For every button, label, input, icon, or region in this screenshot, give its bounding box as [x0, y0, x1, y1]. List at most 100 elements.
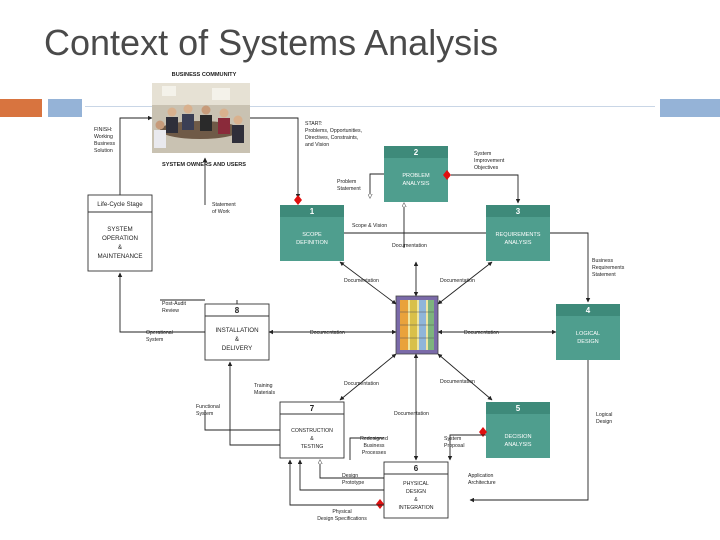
svg-text:of Work: of Work	[212, 209, 230, 215]
svg-text:3: 3	[516, 207, 521, 216]
svg-text:8: 8	[235, 306, 240, 315]
svg-text:Objectives: Objectives	[474, 165, 499, 171]
svg-text:Business: Business	[363, 443, 384, 449]
svg-text:Business: Business	[94, 141, 115, 147]
svg-text:Application: Application	[468, 473, 493, 479]
svg-text:and Vision: and Vision	[305, 142, 329, 148]
svg-text:INSTALLATION: INSTALLATION	[215, 327, 258, 334]
svg-text:MAINTENANCE: MAINTENANCE	[97, 253, 142, 260]
svg-text:7: 7	[310, 404, 315, 413]
svg-text:PHYSICAL: PHYSICAL	[403, 481, 429, 487]
documentation-label-right: Documentation	[464, 330, 499, 336]
red-diamond-markers	[294, 170, 487, 509]
physical-design-specifications-label: Physical Design Specifications	[317, 509, 367, 522]
svg-text:Training: Training	[254, 383, 273, 389]
svg-text:Post-Audit: Post-Audit	[162, 301, 186, 307]
svg-text:DEFINITION: DEFINITION	[296, 240, 328, 246]
documentation-label-bottom: Documentation	[394, 411, 429, 417]
documentation-label-top: Documentation	[392, 243, 427, 249]
svg-text:2: 2	[414, 148, 419, 157]
svg-text:1: 1	[310, 207, 315, 216]
svg-text:Statement: Statement	[212, 202, 236, 208]
svg-text:Working: Working	[94, 134, 113, 140]
accent-divider	[85, 106, 655, 107]
svg-text:ANALYSIS: ANALYSIS	[403, 181, 430, 187]
svg-text:Design: Design	[596, 419, 612, 425]
svg-text:Logical: Logical	[596, 412, 612, 418]
phase-5-decision-analysis: 5 DECISION ANALYSIS	[486, 402, 550, 458]
svg-text:INTEGRATION: INTEGRATION	[398, 505, 433, 511]
svg-text:System: System	[146, 337, 163, 343]
svg-text:REQUIREMENTS: REQUIREMENTS	[495, 232, 540, 238]
svg-text:Review: Review	[162, 308, 179, 314]
svg-text:SCOPE: SCOPE	[302, 232, 322, 238]
svg-text:ANALYSIS: ANALYSIS	[505, 240, 532, 246]
accent-bar-orange	[0, 99, 42, 117]
svg-text:SYSTEM: SYSTEM	[107, 226, 132, 233]
slide-title: Context of Systems Analysis	[44, 22, 499, 63]
svg-text:Solution: Solution	[94, 148, 113, 154]
phase-8-installation-delivery: 8 INSTALLATION & DELIVERY	[204, 303, 270, 361]
svg-text:Improvement: Improvement	[474, 158, 505, 164]
operational-system-label: Operational System	[146, 330, 173, 343]
svg-text:&: &	[414, 497, 418, 503]
application-architecture-label: Application Architecture	[468, 473, 496, 486]
svg-text:&: &	[235, 336, 240, 343]
svg-text:DESIGN: DESIGN	[577, 339, 598, 345]
documentation-label-lower-right: Documentation	[440, 379, 475, 385]
phase-7-construction-testing: 7 CONSTRUCTION & TESTING	[279, 401, 345, 459]
phase-4-logical-design: 4 LOGICAL DESIGN	[556, 304, 620, 360]
svg-text:Physical: Physical	[332, 509, 351, 515]
svg-text:CONSTRUCTION: CONSTRUCTION	[291, 428, 333, 434]
accent-bar-blue-left	[48, 99, 82, 117]
finish-label: FINISH: Working Business Solution	[94, 127, 115, 154]
statement-of-work-label: Statement of Work	[212, 202, 236, 215]
svg-text:FINISH:: FINISH:	[94, 127, 112, 133]
phase-6-physical-design: 6 PHYSICAL DESIGN & INTEGRATION	[383, 461, 449, 519]
svg-text:Business: Business	[592, 258, 613, 264]
scope-vision-label: Scope & Vision	[352, 223, 387, 229]
svg-text:Design Specifications: Design Specifications	[317, 516, 367, 522]
documentation-label-upper-left: Documentation	[344, 278, 379, 284]
svg-text:System: System	[474, 151, 491, 157]
svg-text:5: 5	[516, 404, 521, 413]
svg-text:Statement: Statement	[337, 186, 361, 192]
svg-text:PROBLEM: PROBLEM	[402, 173, 430, 179]
svg-text:Directives, Constraints,: Directives, Constraints,	[305, 135, 358, 141]
svg-text:Design: Design	[342, 473, 358, 479]
svg-text:4: 4	[586, 306, 591, 315]
post-audit-review-label: Post-Audit Review	[162, 301, 186, 314]
logical-design-label: Logical Design	[596, 412, 612, 425]
svg-text:DESIGN: DESIGN	[406, 489, 426, 495]
design-prototype-label: Design Prototype	[342, 473, 364, 486]
svg-text:Functional: Functional	[196, 404, 220, 410]
svg-text:OPERATION: OPERATION	[102, 235, 138, 242]
svg-text:DELIVERY: DELIVERY	[222, 345, 253, 352]
svg-text:Proposal: Proposal	[444, 443, 464, 449]
problem-statement-label: Problem Statement	[337, 179, 361, 192]
functional-system-label: Functional System	[196, 404, 220, 417]
svg-text:Architecture: Architecture	[468, 480, 496, 486]
system-improvement-objectives-label: System Improvement Objectives	[474, 151, 505, 171]
start-label: START: Problems, Opportunities, Directiv…	[305, 121, 362, 148]
svg-text:System: System	[444, 436, 461, 442]
redesigned-processes-label: Redesigned Business Processes	[360, 436, 388, 456]
training-materials-label: Training Materials	[254, 383, 275, 396]
svg-text:Problems, Opportunities,: Problems, Opportunities,	[305, 128, 362, 134]
phase-1-scope-definition: 1 SCOPE DEFINITION	[280, 205, 344, 261]
svg-text:Problem: Problem	[337, 179, 356, 185]
svg-text:Requirements: Requirements	[592, 265, 625, 271]
svg-text:Prototype: Prototype	[342, 480, 364, 486]
svg-text:ANALYSIS: ANALYSIS	[505, 442, 532, 448]
business-community-title: BUSINESS COMMUNITY	[172, 72, 237, 78]
lifecycle-stage-box: Life-Cycle Stage SYSTEM OPERATION & MAIN…	[87, 194, 153, 272]
svg-text:TESTING: TESTING	[301, 444, 323, 450]
svg-text:&: &	[118, 244, 123, 251]
business-meeting-photo	[152, 83, 250, 153]
svg-text:LOGICAL: LOGICAL	[576, 331, 600, 337]
svg-text:6: 6	[414, 464, 419, 473]
documentation-label-left: Documentation	[310, 330, 345, 336]
svg-text:Materials: Materials	[254, 390, 275, 396]
owners-users-label: SYSTEM OWNERS AND USERS	[162, 162, 246, 168]
